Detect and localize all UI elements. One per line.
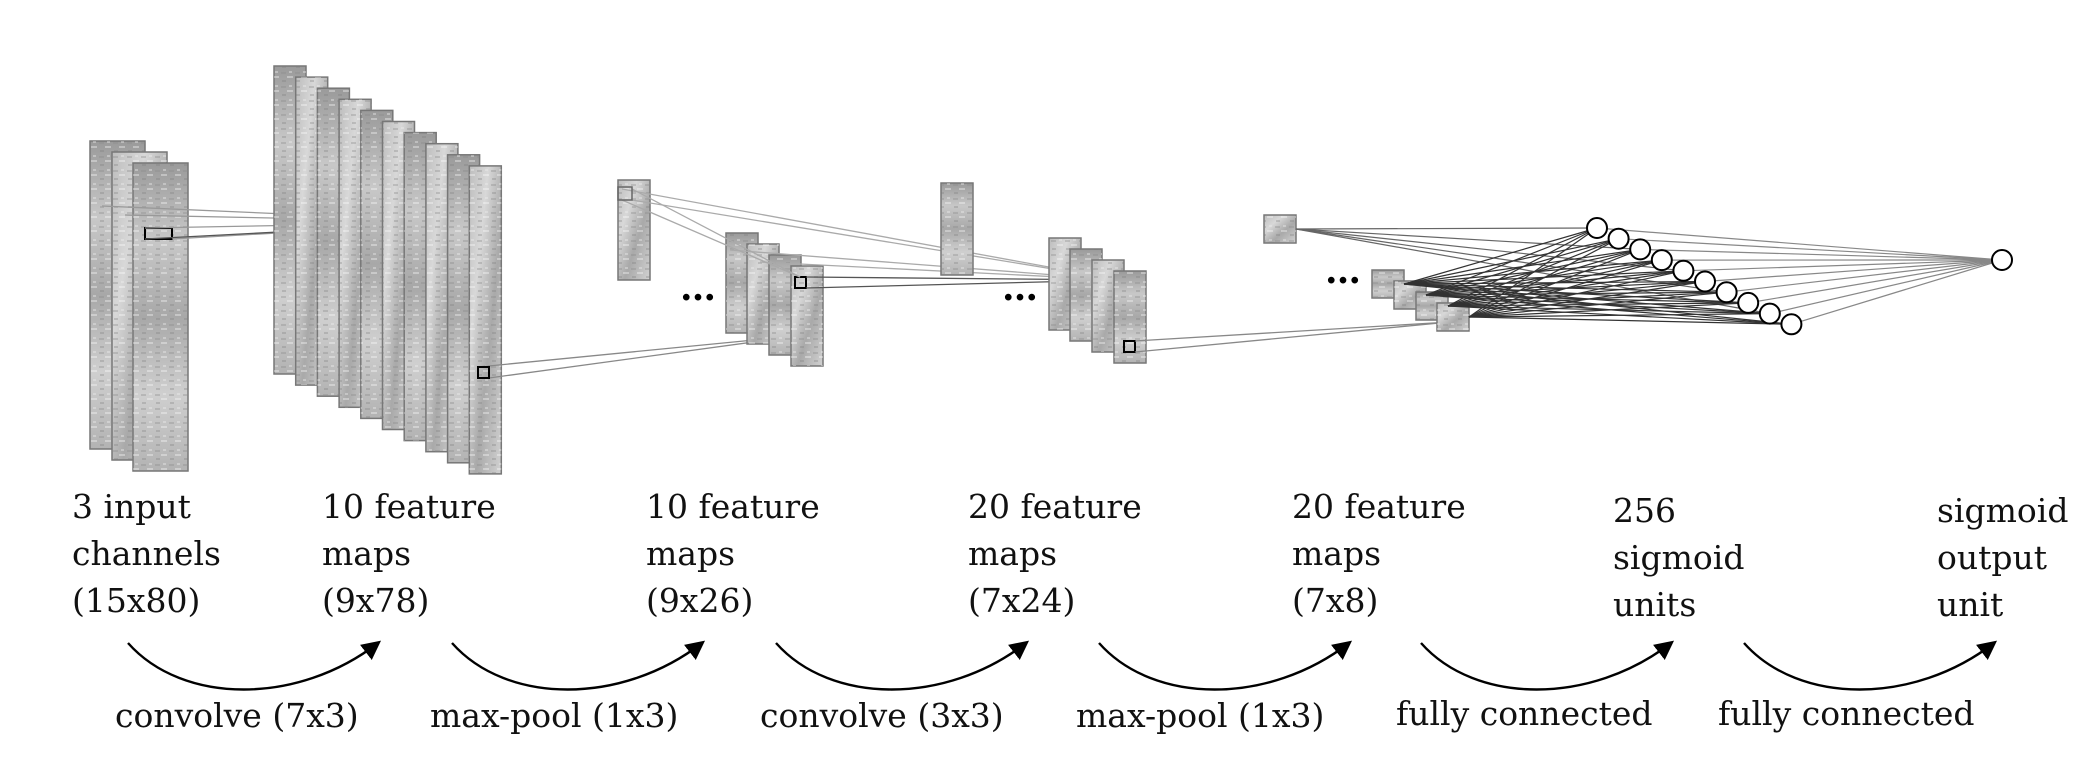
- feature-maps-7x24-stack: [940, 182, 1147, 364]
- op-label-fully-connected-2: fully connected: [1718, 694, 1975, 733]
- ellipsis-layer3: …: [680, 267, 716, 309]
- operation-arrow: [775, 640, 1030, 691]
- receptive-field-box: [477, 366, 490, 379]
- operation-arrow: [1098, 640, 1353, 691]
- sigmoid-unit-node: [1650, 249, 1673, 272]
- sigmoid-unit-node: [1758, 302, 1781, 325]
- sigmoid-unit-node: [1715, 281, 1738, 304]
- sigmoid-unit-node: [1586, 217, 1608, 239]
- sigmoid-unit-node: [1780, 313, 1803, 336]
- sigmoid-unit-node: [1737, 291, 1760, 314]
- operation-arrow: [451, 640, 706, 691]
- sigmoid-unit-node: [1672, 259, 1695, 282]
- output-unit-node: [1991, 249, 2013, 271]
- pool2-connections: [1134, 321, 1451, 353]
- sigmoid-unit-node: [1607, 227, 1630, 250]
- op-label-convolve-2: convolve (3x3): [760, 696, 1004, 735]
- sigmoid-unit-node: [1629, 238, 1652, 261]
- op-label-convolve-1: convolve (7x3): [115, 696, 359, 735]
- receptive-field-box: [1123, 340, 1136, 353]
- ellipsis-layer4: …: [1002, 267, 1038, 309]
- operation-arrow: [1420, 640, 1675, 691]
- operation-arrow: [127, 640, 382, 691]
- op-label-maxpool-1: max-pool (1x3): [430, 696, 679, 735]
- fully-connected-lines: [1295, 227, 2003, 325]
- operation-arrow: [1743, 640, 1998, 691]
- operation-arrows: [127, 640, 1998, 691]
- sigmoid-units-column: [1586, 217, 1803, 336]
- input-channels-stack: [89, 140, 189, 472]
- sigmoid-unit-node: [1694, 270, 1716, 293]
- ellipsis-layer5: …: [1325, 250, 1361, 292]
- feature-maps-7x8-stack: [1263, 214, 1470, 332]
- op-label-maxpool-2: max-pool (1x3): [1076, 696, 1325, 735]
- feature-maps-9x78-stack: [273, 65, 503, 475]
- receptive-field-box: [794, 276, 807, 289]
- feature-maps-9x26-stack: [617, 179, 824, 367]
- op-label-fully-connected-1: fully connected: [1396, 694, 1653, 733]
